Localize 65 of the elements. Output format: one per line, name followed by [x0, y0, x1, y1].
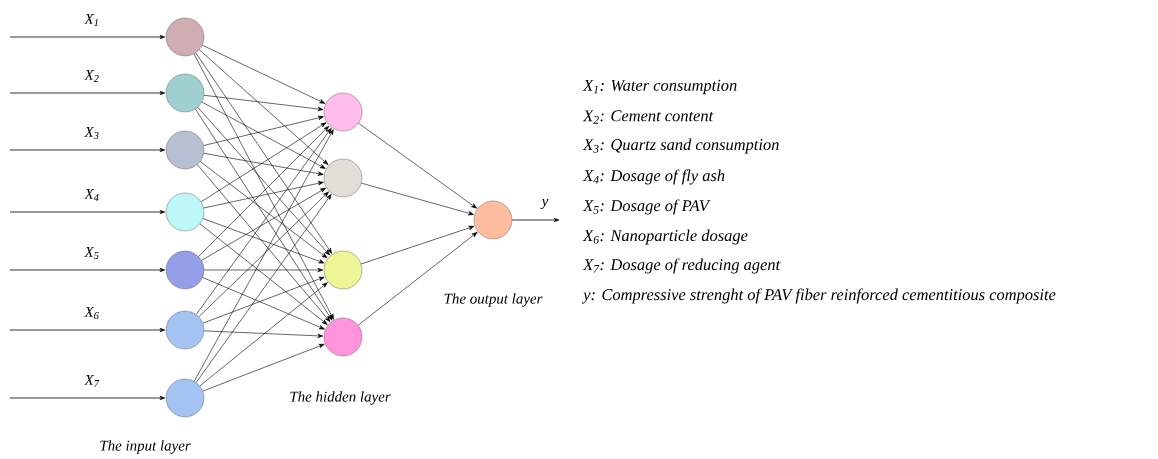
legend-text: X$_{7}$: Dosage of reducing agent — [582, 258, 781, 274]
arrow — [203, 330, 324, 338]
neuron-circle — [323, 317, 363, 357]
legend-text: X$_{1}$: Water consumption — [582, 79, 737, 95]
arrow — [200, 161, 328, 259]
arrow — [357, 232, 478, 326]
arrow — [194, 129, 334, 382]
arrow — [9, 148, 165, 152]
arrow — [202, 44, 326, 104]
arrow — [199, 282, 328, 387]
arrow — [197, 164, 331, 322]
neuron-circle — [165, 17, 205, 57]
arrow — [203, 267, 324, 273]
arrow — [9, 35, 165, 39]
layer-label: The output layer — [444, 293, 543, 307]
arrow — [9, 396, 165, 400]
neuron-circle — [165, 310, 205, 350]
arrow — [195, 52, 333, 254]
arrow — [198, 191, 329, 317]
neuron-circle — [323, 250, 363, 290]
legend-text: y: Compressive strenght of PAV fiber reinforced cementitious composite — [581, 288, 1056, 304]
arrow — [9, 90, 165, 95]
arrow — [201, 187, 326, 261]
legend-text: X$_{2}$: Cement content — [582, 110, 714, 124]
edge-label: y — [540, 198, 549, 210]
neuron-circle — [165, 73, 205, 113]
neuron-circle — [473, 200, 513, 240]
legend-text: X$_{6}$: Nanoparticle dosage — [582, 229, 748, 245]
arrow — [201, 101, 326, 169]
arrow — [358, 122, 477, 209]
arrow — [9, 328, 165, 332]
edge-label: X$_{7}$ — [84, 375, 100, 387]
arrow — [199, 223, 328, 325]
arrow — [193, 53, 334, 320]
legend-text: X$_{4}$: Dosage of fly ash — [582, 169, 725, 185]
arrow — [195, 194, 332, 383]
neuron-circle — [165, 130, 205, 170]
arrow — [360, 225, 475, 265]
neuron-circle — [165, 250, 205, 290]
arrow — [202, 218, 325, 264]
arrow — [203, 153, 324, 176]
edge-label: X$_{4}$ — [84, 189, 99, 201]
legend-text: X$_{3}$: Quartz sand consumption — [582, 138, 779, 154]
arrow — [511, 218, 560, 222]
arrow — [203, 95, 324, 112]
legend-text: X$_{5}$: Dosage of PAV — [582, 199, 711, 215]
arrow — [9, 210, 165, 214]
neuron-circle — [323, 92, 363, 132]
edge-label: X$_{3}$ — [84, 127, 99, 139]
layer-label: The input layer — [100, 440, 191, 454]
arrow — [203, 115, 324, 146]
arrow — [9, 268, 165, 272]
arrow — [202, 343, 325, 392]
neuron-circle — [165, 378, 205, 418]
arrow — [203, 181, 324, 209]
layer-label: The hidden layer — [290, 391, 391, 405]
edge-label: X$_{2}$ — [84, 70, 99, 82]
neuron-circle — [165, 192, 205, 232]
neuron-circle — [323, 158, 363, 198]
arrow — [361, 182, 474, 216]
edge-label: X$_{6}$ — [84, 307, 99, 319]
edge-label: X$_{5}$ — [84, 247, 99, 259]
edge-label: X$_{1}$ — [84, 14, 98, 26]
arrow — [200, 122, 327, 202]
arrow — [199, 49, 329, 165]
